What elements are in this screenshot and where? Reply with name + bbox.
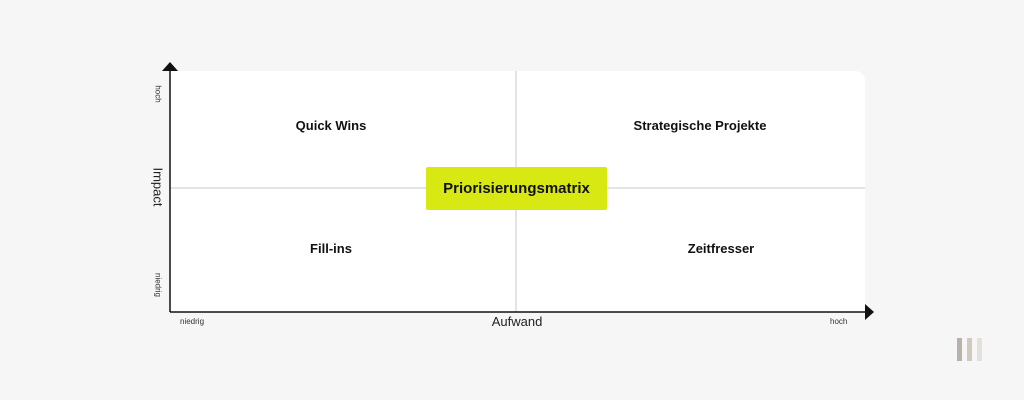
x-axis-high-label: hoch	[830, 317, 848, 326]
y-axis-high-label: hoch	[153, 85, 163, 103]
y-axis-title: Impact	[150, 167, 166, 207]
x-axis-title: Aufwand	[491, 314, 543, 329]
x-axis-low-label: niedrig	[180, 317, 205, 326]
quadrant-quick-wins: Quick Wins	[295, 118, 367, 133]
x-axis-arrow-icon	[865, 304, 874, 320]
logo-bar	[967, 338, 972, 361]
y-axis-arrow-icon	[162, 62, 178, 71]
logo-bar	[977, 338, 982, 361]
matrix-title-badge: Priorisierungsmatrix	[426, 167, 607, 210]
quadrant-fill-ins: Fill-ins	[310, 241, 352, 256]
quadrant-time-wasters: Zeitfresser	[687, 241, 755, 256]
quadrant-strategic-projects: Strategische Projekte	[633, 118, 767, 133]
three-bars-logo-icon	[957, 338, 985, 361]
y-axis-low-label: niedrig	[153, 272, 163, 298]
logo-bar	[957, 338, 962, 361]
matrix-title: Priorisierungsmatrix	[443, 180, 590, 197]
